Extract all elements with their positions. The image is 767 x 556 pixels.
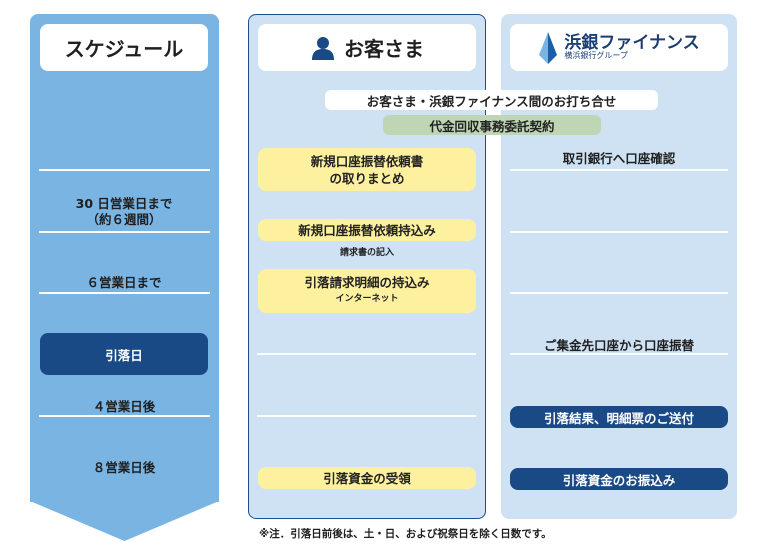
step-submit-statement-note: インターネット bbox=[335, 294, 399, 304]
step-collect-requests-line1: 新規口座振替依頼書 bbox=[310, 153, 424, 169]
schedule-header: スケジュール bbox=[40, 24, 208, 71]
company-header: 浜銀ファイナンス 横浜銀行グループ bbox=[510, 24, 728, 71]
step-transfer-funds: 引落資金のお振込み bbox=[510, 468, 728, 490]
divider bbox=[510, 169, 728, 171]
customer-header: お客さま bbox=[258, 24, 476, 71]
schedule-4-days-after: ４営業日後 bbox=[92, 399, 156, 414]
step-submit-requests: 新規口座振替依頼持込み bbox=[258, 219, 476, 241]
step-send-results-label: 引落結果、明細票のご送付 bbox=[543, 410, 694, 426]
inquiry-pill: お客さま・浜銀ファイナンス間のお打ち合せ bbox=[325, 90, 658, 110]
divider bbox=[510, 231, 728, 233]
divider bbox=[257, 353, 476, 355]
schedule-column bbox=[30, 14, 219, 502]
divider bbox=[39, 415, 210, 417]
step-receive-funds: 引落資金の受領 bbox=[258, 467, 476, 489]
step-collect-requests: 新規口座振替依頼書 の取りまとめ bbox=[258, 148, 476, 191]
step-submit-requests-label: 新規口座振替依頼持込み bbox=[298, 222, 436, 238]
debit-day-box: 引落日 bbox=[40, 333, 208, 375]
step-collect-requests-line2: の取りまとめ bbox=[329, 170, 405, 186]
debit-day-label: 引落日 bbox=[105, 347, 143, 363]
person-icon bbox=[312, 36, 334, 60]
schedule-6-days: ６営業日まで bbox=[86, 275, 162, 290]
step-submit-statement: 引落請求明細の持込み インターネット bbox=[258, 269, 476, 313]
sail-logo-icon bbox=[539, 31, 558, 64]
schedule-8-days-after: ８営業日後 bbox=[92, 460, 156, 475]
step-confirm-accounts: 取引銀行へ口座確認 bbox=[562, 151, 676, 166]
schedule-30-days: 30 日営業日まで （約６週間） bbox=[40, 196, 208, 228]
customer-title: お客さま bbox=[344, 37, 424, 61]
step-receive-funds-label: 引落資金の受領 bbox=[323, 470, 411, 486]
contract-pill: 代金回収事務委託契約 bbox=[383, 115, 601, 135]
contract-label: 代金回収事務委託契約 bbox=[429, 118, 555, 134]
company-name: 浜銀ファイナンス bbox=[564, 32, 700, 53]
step-account-transfer: ご集金先口座から口座振替 bbox=[543, 338, 694, 353]
divider bbox=[510, 292, 728, 294]
divider bbox=[257, 415, 476, 417]
step-send-results: 引落結果、明細票のご送付 bbox=[510, 406, 728, 428]
footnote: ※注．引落日前後は、土・日、および祝祭日を除く日数です。 bbox=[259, 528, 552, 540]
divider bbox=[39, 292, 210, 294]
divider bbox=[39, 169, 210, 171]
step-submit-statement-label: 引落請求明細の持込み bbox=[304, 275, 430, 290]
divider bbox=[39, 231, 210, 233]
inquiry-label: お客さま・浜銀ファイナンス間のお打ち合せ bbox=[366, 93, 617, 109]
schedule-title: スケジュール bbox=[64, 37, 184, 61]
company-subtitle: 横浜銀行グループ bbox=[564, 51, 628, 61]
schedule-30-days-line2: （約６週間） bbox=[86, 212, 162, 227]
step-transfer-funds-label: 引落資金のお振込み bbox=[562, 472, 676, 488]
schedule-30-days-line1: 30 日営業日まで bbox=[75, 196, 173, 211]
step-submit-requests-note: 請求書の記入 bbox=[339, 248, 394, 258]
divider bbox=[510, 353, 728, 355]
schedule-arrow-tip bbox=[30, 501, 219, 541]
